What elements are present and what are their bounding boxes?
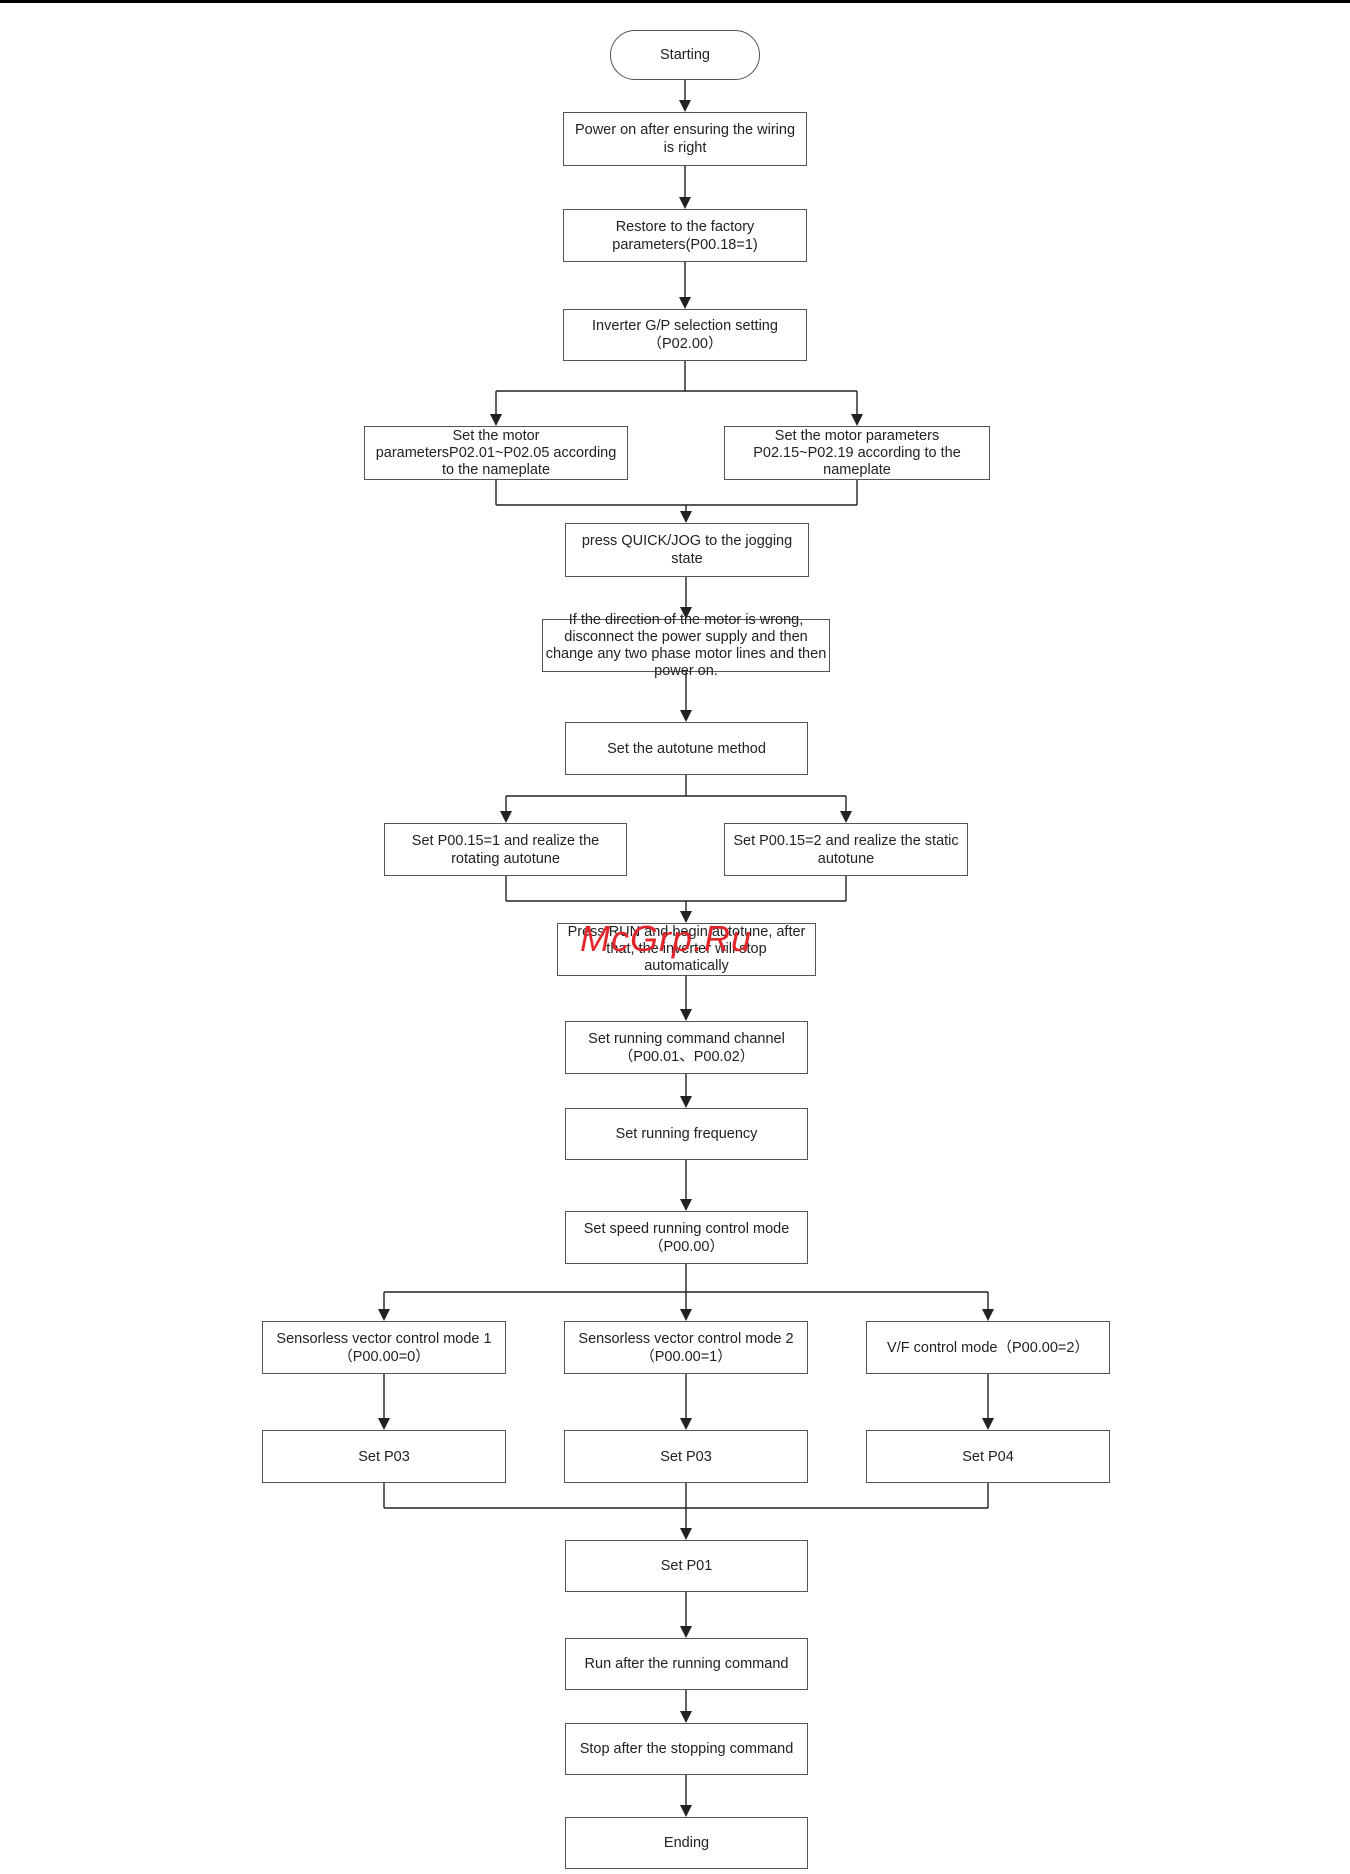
node-jog: press QUICK/JOG to the jogging state bbox=[565, 523, 809, 577]
node-run: Run after the running command bbox=[565, 1638, 808, 1690]
node-set-p04: Set P04 bbox=[866, 1430, 1110, 1483]
node-direction-check: If the direction of the motor is wrong, … bbox=[542, 612, 830, 679]
node-restore-factory: Restore to the factory parameters(P00.18… bbox=[563, 209, 807, 262]
watermark-logo: McGrp.Ru bbox=[580, 918, 753, 959]
node-vf-mode: V/F control mode（P00.00=2） bbox=[866, 1321, 1110, 1374]
node-svc-mode-2: Sensorless vector control mode 2 （P00.00… bbox=[564, 1321, 808, 1374]
node-motor-params-left: Set the motor parametersP02.01~P02.05 ac… bbox=[364, 426, 628, 480]
node-command-channel: Set running command channel （P00.01、P00.… bbox=[565, 1021, 808, 1074]
node-static-autotune: Set P00.15=2 and realize the static auto… bbox=[724, 823, 968, 876]
node-set-p01: Set P01 bbox=[565, 1540, 808, 1592]
page-top-border bbox=[0, 0, 1350, 3]
node-stop: Stop after the stopping command bbox=[565, 1723, 808, 1775]
node-motor-params-right: Set the motor parameters P02.15~P02.19 a… bbox=[724, 426, 990, 480]
node-gp-selection: Inverter G/P selection setting （P02.00） bbox=[563, 309, 807, 361]
node-set-p03-left: Set P03 bbox=[262, 1430, 506, 1483]
node-autotune-method: Set the autotune method bbox=[565, 722, 808, 775]
node-press-run: Press RUN and begin autotune, after that… bbox=[557, 923, 816, 976]
node-ending: Ending bbox=[565, 1817, 808, 1869]
node-start: Starting bbox=[610, 30, 760, 80]
node-set-p03-middle: Set P03 bbox=[564, 1430, 808, 1483]
node-power-on: Power on after ensuring the wiring is ri… bbox=[563, 112, 807, 166]
node-svc-mode-1: Sensorless vector control mode 1 （P00.00… bbox=[262, 1321, 506, 1374]
node-running-frequency: Set running frequency bbox=[565, 1108, 808, 1160]
node-speed-control-mode: Set speed running control mode （P00.00） bbox=[565, 1211, 808, 1264]
node-rotating-autotune: Set P00.15=1 and realize the rotating au… bbox=[384, 823, 627, 876]
